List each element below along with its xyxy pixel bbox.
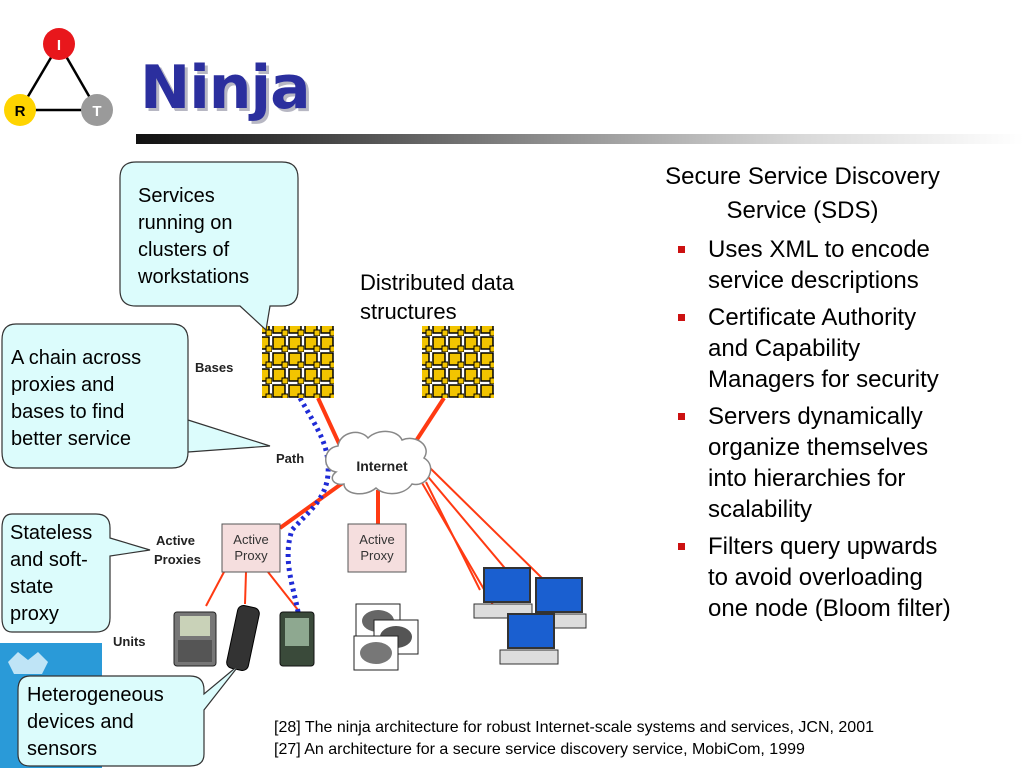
sds-bullet-item: Filters query upwards to avoid overloadi… xyxy=(678,531,978,624)
slide-title: Ninja xyxy=(140,53,311,123)
cellphone-icon xyxy=(226,605,260,671)
sds-bullet-line: Servers dynamically xyxy=(708,403,923,430)
callout-stateless-bubble xyxy=(1,513,151,633)
active-proxy-box-right xyxy=(347,523,407,573)
callout-heterogeneous-line: Heterogeneous xyxy=(27,684,164,706)
sds-bullet-line: to avoid overloading xyxy=(708,564,923,591)
callout-services-line: running on xyxy=(138,212,233,234)
sds-bullet-item: Uses XML to encode service descriptions xyxy=(678,234,978,296)
sds-bullet-line: and Capability xyxy=(708,335,861,362)
internet-label: Internet xyxy=(356,458,408,474)
logo-r-circle xyxy=(4,94,36,126)
sds-bullet-line: organize themselves xyxy=(708,434,929,461)
callout-stateless-text: Stateless and soft- state proxy xyxy=(10,520,92,628)
sds-bullet-line: one node (Bloom filter) xyxy=(708,595,951,622)
base-cluster-left xyxy=(262,326,334,398)
units-label: Units xyxy=(113,634,146,649)
pda-device-icon xyxy=(173,611,217,667)
sds-bullet-line: Filters query upwards xyxy=(708,533,938,560)
reference-line: [28] The ninja architecture for robust I… xyxy=(274,719,874,736)
logo-letter-r: R xyxy=(15,103,26,120)
ninja-architecture-diagram xyxy=(0,161,587,768)
sds-bullet-line: Certificate Authority xyxy=(708,304,917,331)
callout-chain-text: A chain across proxies and bases to find… xyxy=(11,345,141,453)
logo-t-circle xyxy=(81,94,113,126)
proxy-label-line: Proxy xyxy=(234,548,268,563)
reference-line: [27] An architecture for a secure servic… xyxy=(274,741,805,758)
callout-services-bubble xyxy=(119,161,299,332)
callout-chain-bubble xyxy=(1,323,271,469)
sds-bullet-item: Certificate Authority and Capability Man… xyxy=(678,302,978,395)
path-label: Path xyxy=(276,451,305,466)
bullet-icon xyxy=(678,314,685,321)
active-proxy-label-left: Active Proxy xyxy=(222,532,280,564)
callout-chain-line: proxies and xyxy=(11,374,115,396)
active-proxies-line: Proxies xyxy=(154,552,201,567)
logo-letter-i: I xyxy=(57,37,61,54)
sds-bullet-line: Managers for security xyxy=(708,366,939,393)
callout-chain-line: better service xyxy=(11,428,132,450)
sensor-images-icon xyxy=(353,603,419,671)
distributed-data-label: Distributed data structures xyxy=(360,270,515,324)
sds-heading-line: Service (SDS) xyxy=(726,197,879,224)
base-cluster-right xyxy=(422,326,494,398)
service-path xyxy=(285,396,331,613)
proxy-label-line: Active xyxy=(359,532,395,547)
proxy-label-line: Proxy xyxy=(360,548,394,563)
bullet-icon xyxy=(678,246,685,253)
active-proxy-label-right: Active Proxy xyxy=(348,532,406,564)
irt-logo: I R T xyxy=(4,28,113,126)
sds-heading-line: Secure Service Discovery xyxy=(665,163,940,190)
internet-cloud-icon xyxy=(325,430,432,495)
callout-services-text: Services running on clusters of workstat… xyxy=(138,183,249,291)
sds-bullet-list: Uses XML to encode service descriptions … xyxy=(678,234,978,630)
sds-bullet-line: Uses XML to encode xyxy=(708,236,930,263)
callout-services-line: Services xyxy=(138,185,215,207)
bases-label: Bases xyxy=(195,360,234,375)
active-proxies-line: Active xyxy=(156,533,196,548)
callout-stateless-line: proxy xyxy=(10,603,59,625)
callout-heterogeneous-bubble xyxy=(17,663,241,767)
proxy-label-line: Active xyxy=(233,532,269,547)
active-proxy-box-left xyxy=(221,523,281,573)
callout-stateless-line: Stateless xyxy=(10,522,93,544)
sds-heading: Secure Service Discovery Service (SDS) xyxy=(630,160,975,228)
logo-i-circle xyxy=(43,28,75,60)
bullet-icon xyxy=(678,543,685,550)
callout-heterogeneous-line: sensors xyxy=(27,738,98,760)
callout-services-line: workstations xyxy=(138,266,250,288)
crown-icon xyxy=(8,652,48,674)
bullet-icon xyxy=(678,413,685,420)
sds-bullet-line: service descriptions xyxy=(708,267,919,294)
callout-heterogeneous-text: Heterogeneous devices and sensors xyxy=(27,682,164,763)
network-links xyxy=(278,396,446,530)
palm-device-icon xyxy=(279,611,315,667)
title-underline xyxy=(136,134,1024,144)
active-proxies-label: Active Proxies xyxy=(154,531,201,569)
callout-stateless-line: and soft- xyxy=(10,549,88,571)
references: [28] The ninja architecture for robust I… xyxy=(274,717,974,761)
callout-chain-line: bases to find xyxy=(11,401,125,423)
sds-bullet-line: into hierarchies for xyxy=(708,465,906,492)
sds-bullet-line: scalability xyxy=(708,496,813,523)
callout-heterogeneous-line: devices and xyxy=(27,711,134,733)
logo-letter-t: T xyxy=(92,103,101,120)
callout-chain-line: A chain across xyxy=(11,347,142,369)
sds-bullet-item: Servers dynamically organize themselves … xyxy=(678,401,978,525)
callout-services-line: clusters of xyxy=(138,239,230,261)
callout-stateless-line: state xyxy=(10,576,54,598)
workstations-icon xyxy=(473,567,587,665)
